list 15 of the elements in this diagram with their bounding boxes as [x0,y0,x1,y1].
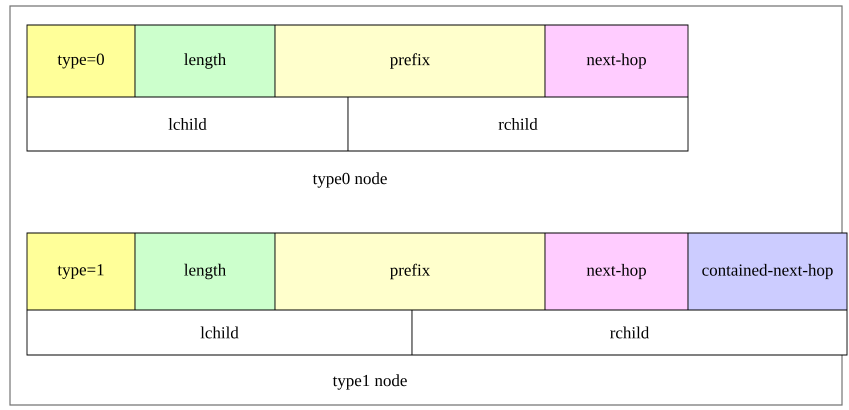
field-cell: lchild [26,96,348,152]
field-cell: prefix [274,232,546,310]
field-cell: lchild [26,310,412,356]
node-caption: type0 node [312,172,387,188]
field-cell: type=0 [26,24,136,98]
field-cell: rchild [348,96,688,152]
field-cell: type=1 [26,232,136,310]
field-cell: next-hop [544,24,688,98]
field-cell: rchild [412,310,848,356]
field-cell: prefix [274,24,546,98]
field-cell: length [134,232,276,310]
node-caption: type1 node [332,374,407,390]
field-cell: length [134,24,276,98]
field-cell: contained-next-hop [688,232,848,310]
field-cell: next-hop [544,232,688,310]
